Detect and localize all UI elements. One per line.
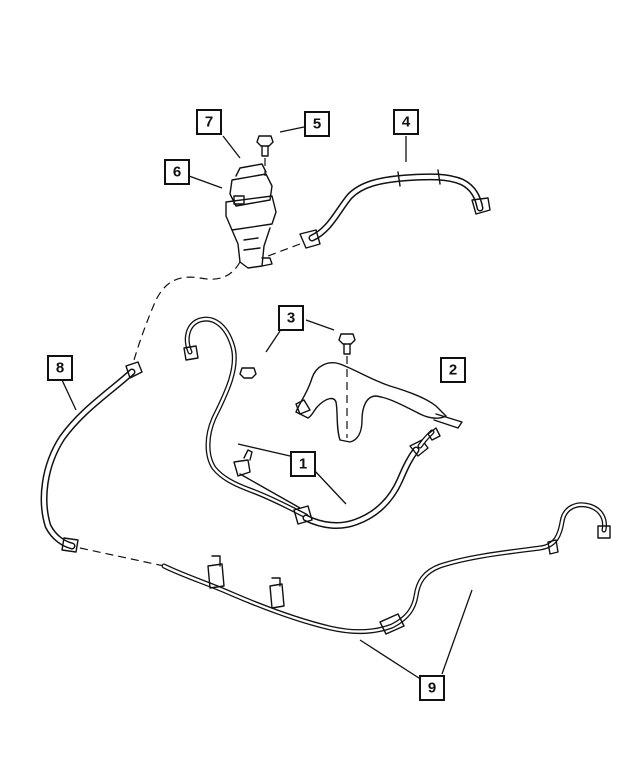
callout-7[interactable]: 7 [196,109,222,135]
cooler-line[interactable] [161,502,611,635]
leader-lines [61,126,473,681]
callout-label: 7 [205,114,213,131]
callout-label: 4 [402,114,411,131]
callout-6[interactable]: 6 [164,159,190,185]
reservoir-bolt[interactable] [256,135,274,176]
return-hose[interactable] [40,261,241,567]
callout-4[interactable]: 4 [393,109,419,135]
heat-shield-bolts[interactable] [239,333,356,438]
callout-3[interactable]: 3 [278,305,304,331]
reservoir[interactable] [225,163,277,269]
pressure-hose-assembly[interactable] [183,316,441,529]
callout-label: 1 [299,456,307,473]
callout-label: 3 [287,310,295,327]
callout-label: 6 [173,164,181,181]
reservoir-return-hose[interactable] [267,169,491,257]
heat-shield[interactable] [295,362,463,443]
callout-9[interactable]: 9 [419,675,445,701]
callout-label: 9 [428,680,436,697]
callout-label: 8 [56,360,64,377]
callout-2[interactable]: 2 [440,357,466,383]
callout-8[interactable]: 8 [47,355,73,381]
callout-1[interactable]: 1 [290,451,316,477]
callout-5[interactable]: 5 [304,111,330,137]
callout-label: 5 [313,116,321,133]
callout-label: 2 [449,362,457,379]
